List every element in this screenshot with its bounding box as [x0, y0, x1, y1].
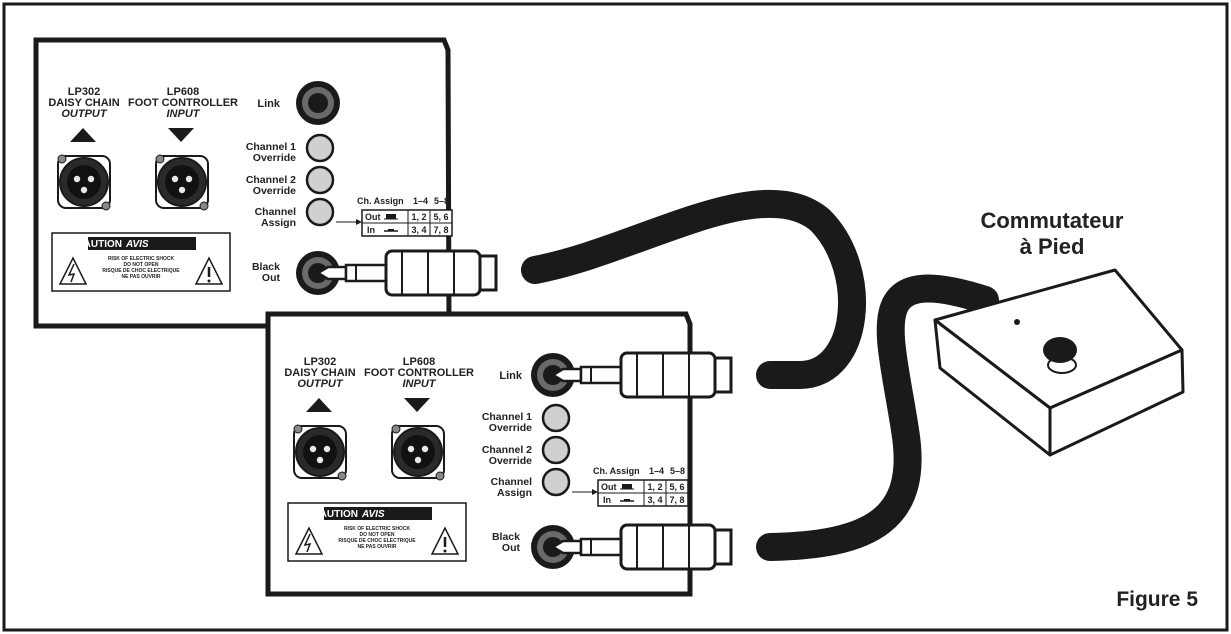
assign-label-p2: Channel — [491, 476, 533, 488]
ch2-label-p2: Channel 2 — [482, 444, 532, 456]
table-in-2: In — [603, 495, 611, 505]
caution-line4: NE PAS OUVRIR — [121, 274, 160, 280]
foot-controller-dir-2: INPUT — [403, 378, 437, 390]
caution-avis-2: AVIS — [361, 509, 385, 520]
daisy-chain-model-2: LP302 — [304, 356, 336, 368]
foot-controller-name: FOOT CONTROLLER — [128, 97, 238, 109]
foot-controller-model: LP608 — [167, 86, 199, 98]
table-out-b: 5, 6 — [433, 212, 448, 222]
table-h2: 5–8 — [434, 196, 449, 206]
table-in-b: 7, 8 — [433, 225, 448, 235]
led-dot-icon — [1014, 319, 1020, 325]
daisy-chain-dir: OUTPUT — [61, 108, 108, 120]
caution-line4-2: NE PAS OUVRIR — [357, 544, 396, 550]
table-out-a: 1, 2 — [411, 212, 426, 222]
assign-label-p2-2: Assign — [497, 487, 532, 499]
caution-line3-2: RISQUE DE CHOC ELECTRIQUE — [338, 538, 416, 544]
caution-line3: RISQUE DE CHOC ELECTRIQUE — [102, 268, 180, 274]
ch1-label: Channel 1 — [246, 141, 296, 153]
table-h1-2: 1–4 — [649, 466, 664, 476]
blackout-label: Black — [252, 261, 280, 273]
foot-controller-model-2: LP608 — [403, 356, 435, 368]
link-jack-1[interactable] — [296, 81, 340, 125]
blackout-label-2: Out — [262, 272, 281, 284]
blackout-label-p2-2: Out — [502, 542, 521, 554]
blackout-label-p2: Black — [492, 531, 520, 543]
caution-line2: DO NOT OPEN — [123, 262, 158, 268]
cable-blackout-to-link — [521, 189, 866, 389]
ch1-label-p2: Channel 1 — [482, 411, 532, 423]
foot-controller-name-2: FOOT CONTROLLER — [364, 367, 474, 379]
table-header-2: Ch. Assign — [593, 466, 640, 476]
ch1-label-2: Override — [253, 152, 296, 164]
table-out-a-2: 1, 2 — [647, 482, 662, 492]
daisy-chain-name: DAISY CHAIN — [48, 97, 119, 109]
table-out: Out — [365, 212, 381, 222]
table-in-a-2: 3, 4 — [647, 495, 662, 505]
footswitch-button-icon — [1043, 337, 1077, 363]
table-h1: 1–4 — [413, 196, 428, 206]
table-in-b-2: 7, 8 — [669, 495, 684, 505]
table-out-b-2: 5, 6 — [669, 482, 684, 492]
caution-title-2: CAUTION — [312, 509, 358, 520]
caution-avis: AVIS — [125, 239, 149, 250]
link-label: Link — [257, 98, 280, 110]
assign-label: Channel — [255, 206, 297, 218]
figure-label: Figure 5 — [1116, 588, 1198, 611]
footswitch-label: Commutateur — [980, 208, 1123, 233]
cable-blackout-to-footswitch — [756, 274, 999, 561]
caution-line1: RISK OF ELECTRIC SHOCK — [108, 256, 175, 262]
ch2-label-p2-2: Override — [489, 455, 532, 467]
panel-2-labels: LP302 DAISY CHAIN OUTPUT LP608 FOOT CONT… — [284, 356, 685, 554]
assign-label-2: Assign — [261, 217, 296, 229]
footswitch-label-2: à Pied — [1020, 234, 1085, 259]
caution-line1-2: RISK OF ELECTRIC SHOCK — [344, 526, 411, 532]
foot-switch[interactable] — [933, 268, 1185, 457]
ch1-label-p2-2: Override — [489, 422, 532, 434]
daisy-chain-dir-2: OUTPUT — [297, 378, 344, 390]
daisy-chain-name-2: DAISY CHAIN — [284, 367, 355, 379]
ch2-label-2: Override — [253, 185, 296, 197]
foot-controller-dir: INPUT — [167, 108, 201, 120]
rear-panel-1 — [33, 37, 454, 329]
table-out-2: Out — [601, 482, 617, 492]
link-label-2: Link — [499, 370, 522, 382]
caution-line2-2: DO NOT OPEN — [359, 532, 394, 538]
caution-title: CAUTION — [76, 239, 122, 250]
table-in-a: 3, 4 — [411, 225, 426, 235]
panel-1-labels: LP302 DAISY CHAIN OUTPUT LP608 FOOT CONT… — [48, 86, 449, 284]
table-in: In — [367, 225, 375, 235]
daisy-chain-model: LP302 — [68, 86, 100, 98]
table-h2-2: 5–8 — [670, 466, 685, 476]
ch2-label: Channel 2 — [246, 174, 296, 186]
table-header: Ch. Assign — [357, 196, 404, 206]
